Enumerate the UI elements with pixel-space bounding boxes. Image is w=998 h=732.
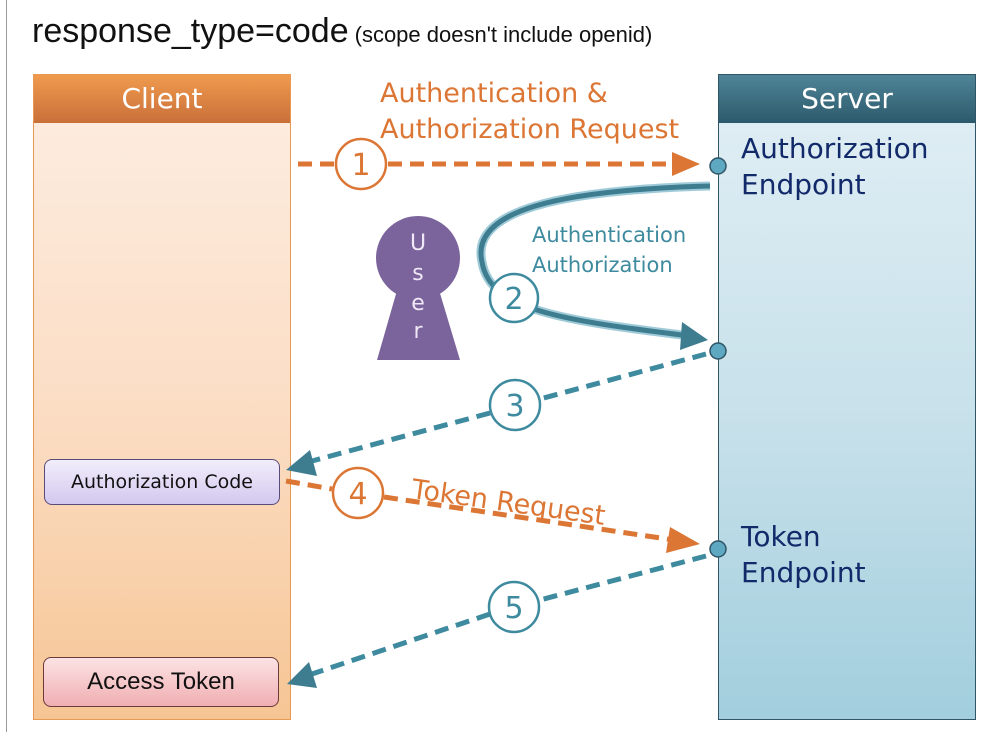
title-subtitle: (scope doesn't include openid) (354, 22, 653, 47)
authorization-endpoint-label: Authorization Endpoint (741, 131, 929, 203)
user-letter-s: s (412, 261, 423, 286)
step-3-badge (488, 378, 542, 432)
step-5-badge (487, 580, 541, 634)
step-3-number: 3 (505, 389, 524, 424)
server-lane: Server Authorization Endpoint Token Endp… (718, 74, 976, 720)
step-2-curve (478, 183, 711, 339)
step-2-number: 2 (504, 282, 523, 317)
step-4-arrowhead (666, 527, 700, 553)
step-5-number: 5 (504, 591, 523, 626)
user-letter-u: U (410, 231, 426, 256)
step-2-badge (488, 272, 540, 324)
authorization-endpoint-line-2: Endpoint (741, 168, 866, 201)
step-1-label-line-2: Authorization Request (380, 114, 680, 145)
step-4-arrow: 4 (285, 466, 700, 553)
user-letter-e: e (411, 291, 425, 316)
authorization-code-chip: Authorization Code (44, 459, 280, 505)
access-token-chip: Access Token (43, 657, 279, 707)
user-body-shape (377, 280, 460, 360)
step-4-line-b (383, 494, 675, 543)
token-endpoint-label: Token Endpoint (741, 519, 866, 591)
authorization-endpoint-line-1: Authorization (741, 132, 929, 165)
step-2-label-line-1: Authentication (532, 223, 687, 247)
step-1-badge (334, 137, 388, 191)
step-1-number: 1 (351, 148, 370, 183)
client-header: Client (34, 75, 290, 123)
user-letter-r: r (413, 319, 423, 344)
step-3-line-b (311, 410, 491, 464)
user-icon: U s e r (376, 216, 460, 360)
step-1-arrowhead (672, 152, 700, 176)
authorization-endpoint-port (709, 157, 727, 175)
token-endpoint-line-2: Endpoint (741, 556, 866, 589)
step-2-arrowhead (680, 322, 708, 350)
user-head-shape (376, 216, 460, 300)
step-2-label: Authentication Authorization (532, 220, 686, 280)
server-header: Server (719, 75, 975, 123)
redirect-port (709, 342, 727, 360)
step-5-line-b (311, 611, 491, 677)
title-main: response_type=code (32, 12, 349, 50)
page-left-border (6, 0, 7, 732)
step-2-arrow: 2 (476, 181, 711, 350)
step-5-line-a (539, 553, 707, 603)
step-1-label-line-1: Authentication & (380, 78, 608, 109)
step-3-line-a (539, 351, 707, 402)
step-1-label: Authentication & Authorization Request (380, 76, 679, 148)
step-4-badge (331, 466, 385, 520)
step-4-line-a (285, 478, 333, 492)
step-5-arrowhead (287, 662, 317, 688)
step-3-arrowhead (286, 450, 317, 476)
client-lane: Client (33, 74, 291, 720)
step-4-number: 4 (348, 477, 367, 512)
token-endpoint-port (709, 540, 727, 558)
diagram-title: response_type=code(scope doesn't include… (32, 12, 652, 51)
token-endpoint-line-1: Token (741, 520, 821, 553)
step-5-arrow: 5 (287, 553, 707, 688)
step-1-arrow: 1 (298, 137, 700, 191)
step-2-label-line-2: Authorization (532, 253, 673, 277)
step-3-arrow: 3 (286, 351, 707, 476)
